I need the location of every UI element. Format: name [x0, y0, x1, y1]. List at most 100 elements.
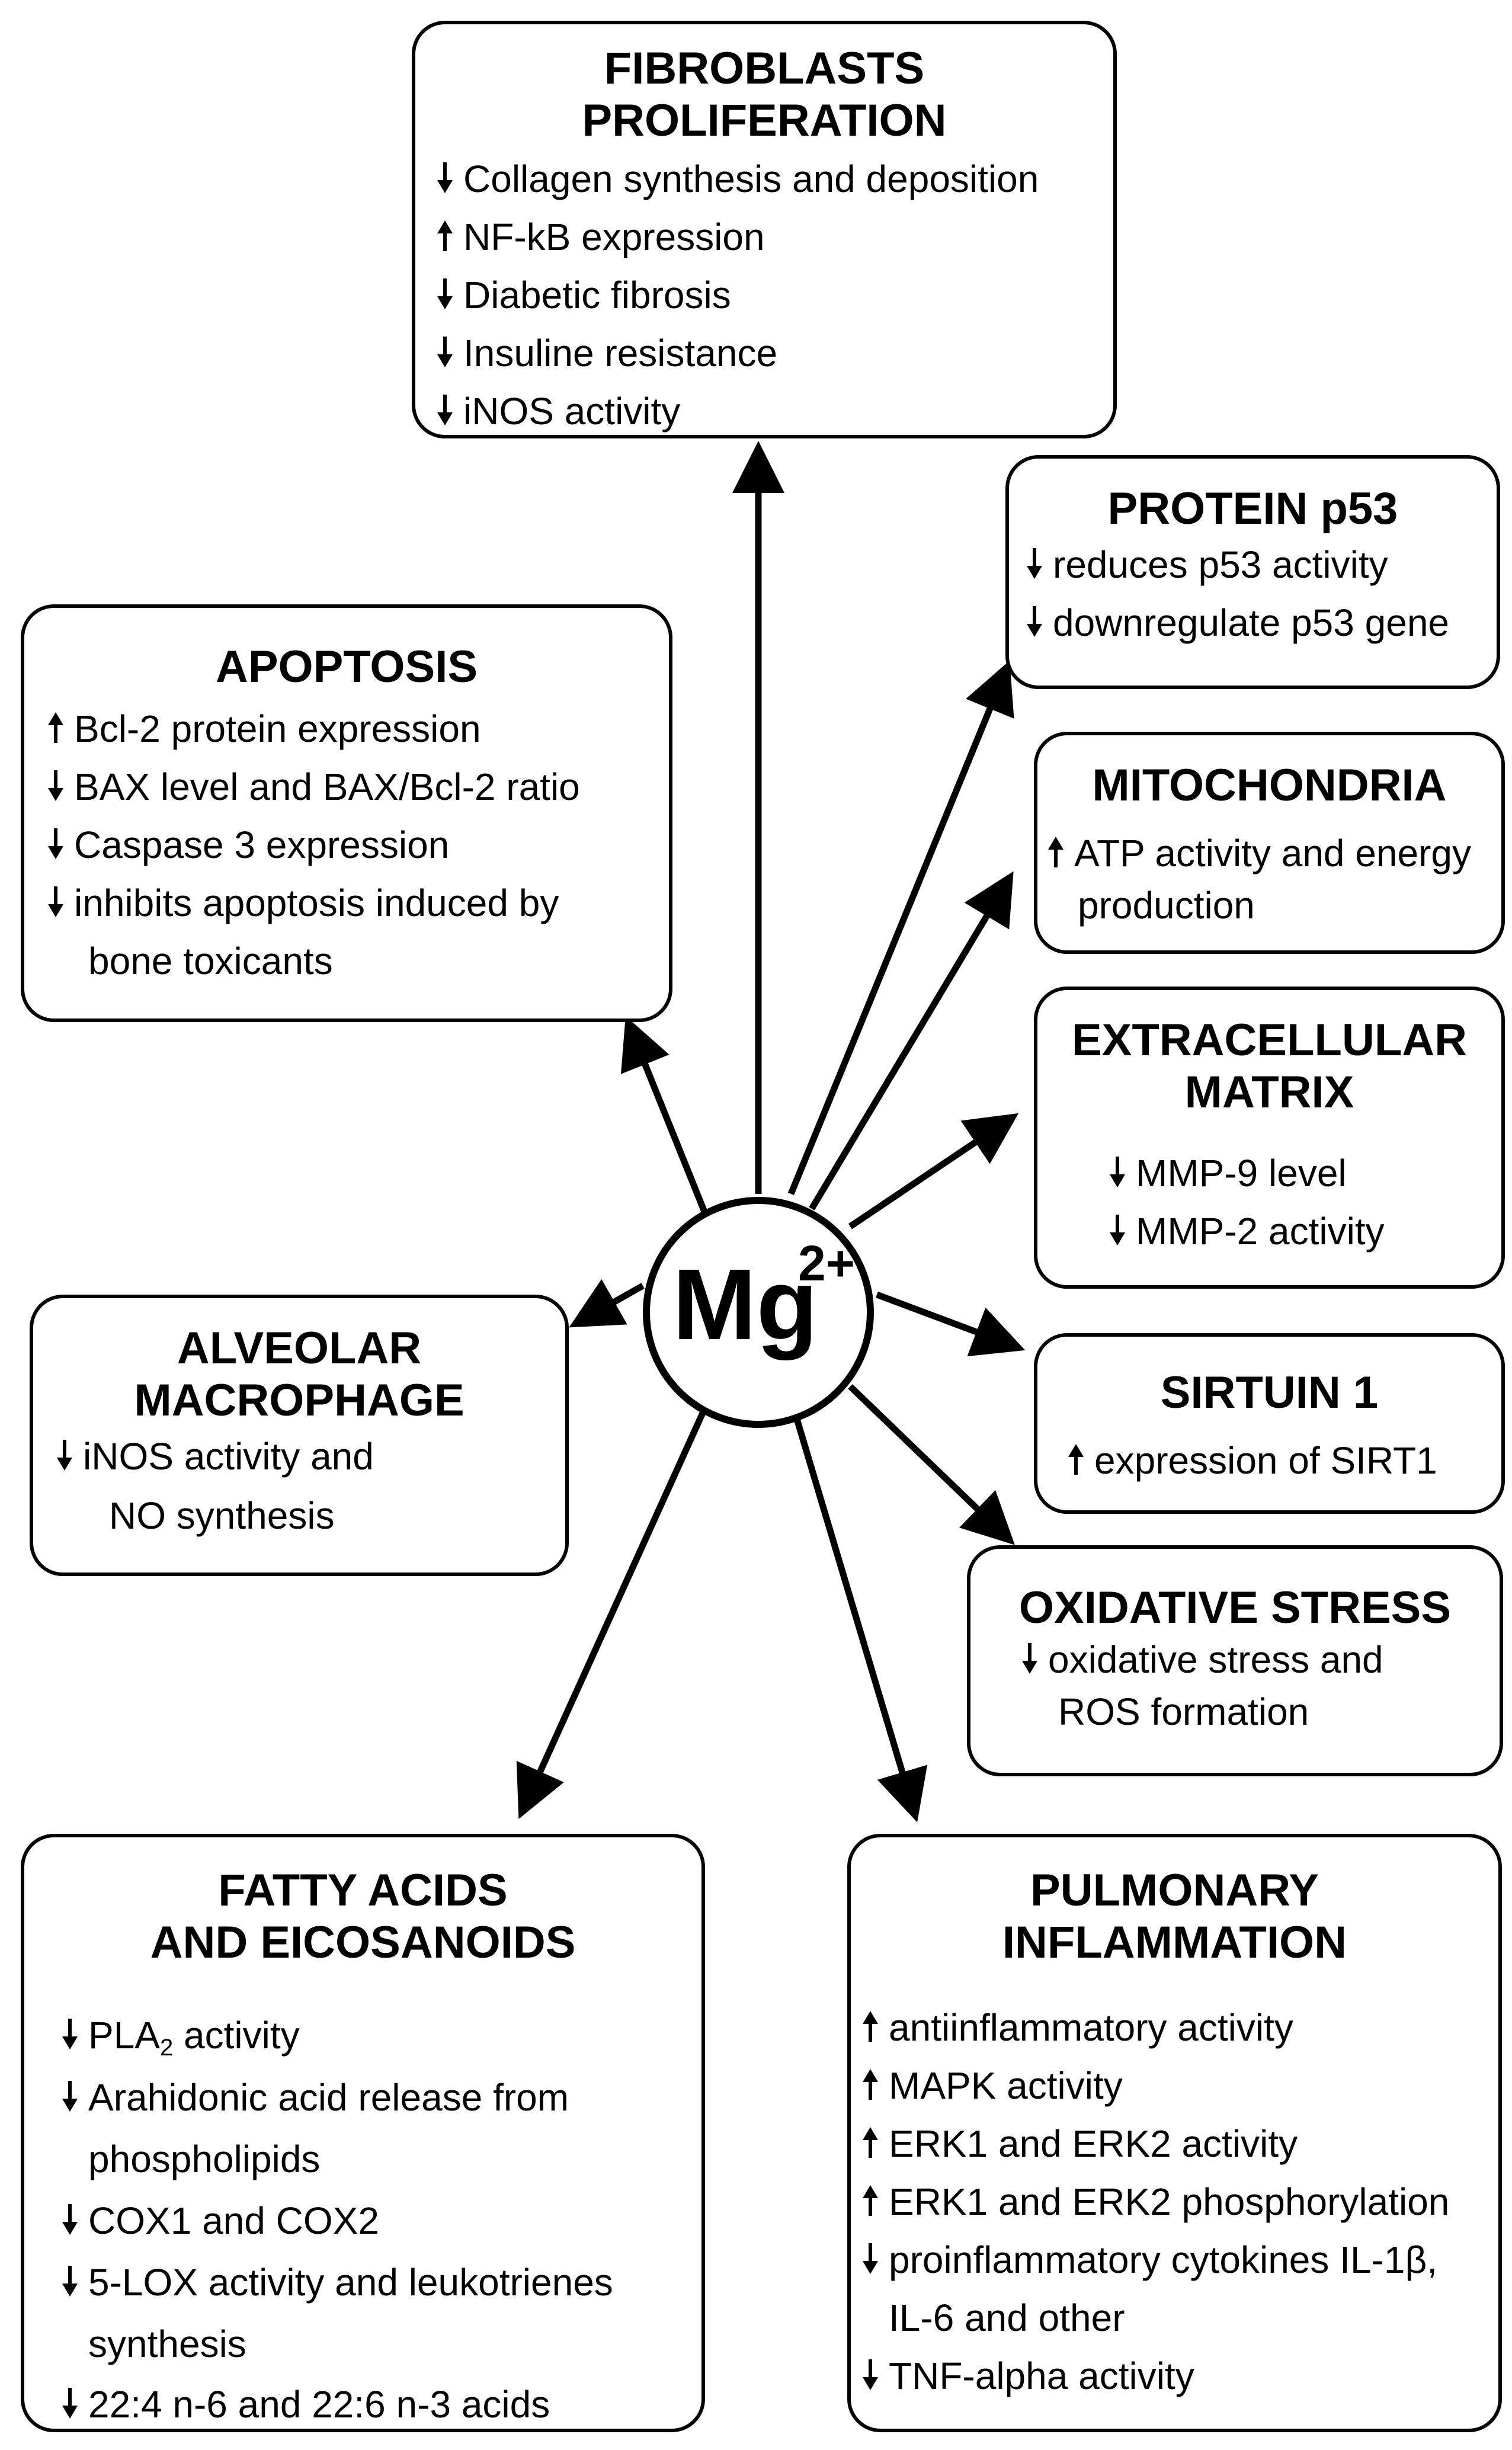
fatty-item-subscript: 2	[159, 2035, 174, 2061]
fatty-item-continuation: synthesis	[88, 2323, 246, 2365]
fatty-item: PLA2 activity	[61, 2006, 300, 2077]
pulmonary-item-text: ERK1 and ERK2 phosphorylation	[889, 2180, 1450, 2223]
fatty-title-line1: FATTY ACIDS	[218, 1865, 508, 1916]
fatty-item-text: Arahidonic acid release from	[88, 2076, 569, 2119]
apoptosis-item-text: BAX level and BAX/Bcl-2 ratio	[74, 766, 580, 808]
sirtuin-box: SIRTUIN 1 expression of SIRT1	[1034, 1333, 1505, 1514]
fatty-title-line2: AND EICOSANOIDS	[150, 1917, 576, 1968]
fatty-item-text: 5-LOX activity and leukotrienes	[88, 2261, 613, 2304]
down-arrow-icon	[1109, 1146, 1136, 1204]
up-arrow-icon	[861, 2116, 889, 2174]
apoptosis-item-text: Caspase 3 expression	[74, 824, 450, 866]
fatty-item-text: 22:4 n-6 and 22:6 n-3 acids	[88, 2383, 550, 2426]
pulmonary-item: TNF-alpha activity	[861, 2347, 1194, 2407]
p53-item: reduces p53 activity	[1026, 536, 1388, 595]
down-arrow-icon	[61, 2255, 88, 2313]
sirtuin-item-text: expression of SIRT1	[1094, 1439, 1437, 1482]
pulmonary-item: antiinflammatory activity	[861, 1999, 1293, 2058]
up-arrow-icon	[861, 2058, 889, 2116]
magnesium-ion-node: Mg 2+	[643, 1197, 874, 1428]
arrow-to-alveolar	[569, 1279, 645, 1328]
oxidative-title: OXIDATIVE STRESS	[1018, 1583, 1452, 1633]
arrow-to-ecm	[848, 1113, 1019, 1229]
down-arrow-icon	[61, 2193, 88, 2252]
down-arrow-icon	[436, 268, 463, 326]
arrow-to-fatty	[516, 1399, 712, 1820]
alveolar-item-continuation: NO synthesis	[109, 1494, 335, 1537]
down-arrow-icon	[861, 2349, 889, 2407]
fatty-item: 22:4 n-6 and 22:6 n-3 acids	[61, 2375, 550, 2435]
fibroblasts-item: iNOS activity	[436, 382, 680, 442]
oxidative-box: OXIDATIVE STRESS oxidative stress and RO…	[967, 1545, 1503, 1776]
p53-item: downregulate p53 gene	[1026, 594, 1449, 654]
pulmonary-item-continuation: IL-6 and other	[889, 2297, 1125, 2339]
apoptosis-item: Bcl-2 protein expression	[47, 700, 481, 760]
p53-box: PROTEIN p53 reduces p53 activity downregu…	[1005, 455, 1500, 689]
alveolar-box: ALVEOLAR MACROPHAGE iNOS activity and NO…	[30, 1295, 569, 1576]
up-arrow-icon	[1047, 826, 1074, 884]
fatty-item: 5-LOX activity and leukotrienes	[61, 2253, 613, 2313]
fibroblasts-box: FIBROBLASTS PROLIFERATION Collagen synth…	[412, 21, 1117, 438]
apoptosis-item-text: Bcl-2 protein expression	[74, 707, 481, 750]
pulmonary-box: PULMONARY INFLAMMATION antiinflammatory …	[847, 1834, 1502, 2432]
down-arrow-icon	[1026, 595, 1053, 654]
arrow-to-pulmonary	[793, 1418, 928, 1823]
fatty-box: FATTY ACIDS AND EICOSANOIDS PLA2 activit…	[21, 1834, 705, 2432]
ecm-item-text: MMP-9 level	[1136, 1152, 1347, 1194]
down-arrow-icon	[1109, 1204, 1136, 1262]
down-arrow-icon	[436, 152, 463, 210]
fibroblasts-item: NF-kB expression	[436, 208, 765, 268]
ecm-title-line1: EXTRACELLULAR	[1071, 1015, 1468, 1065]
down-arrow-icon	[61, 2070, 88, 2128]
down-arrow-icon	[47, 876, 74, 934]
ecm-title-line2: MATRIX	[1184, 1067, 1354, 1117]
p53-title: PROTEIN p53	[1107, 483, 1398, 534]
down-arrow-icon	[56, 1429, 83, 1487]
oxidative-item-continuation: ROS formation	[1058, 1690, 1309, 1733]
fibroblasts-item-text: NF-kB expression	[463, 216, 765, 258]
up-arrow-icon	[861, 2000, 889, 2058]
up-arrow-icon	[436, 210, 463, 268]
pulmonary-title-line1: PULMONARY	[1030, 1865, 1319, 1916]
fibroblasts-item: Collagen synthesis and deposition	[436, 150, 1039, 210]
up-arrow-icon	[861, 2174, 889, 2233]
apoptosis-item: Caspase 3 expression	[47, 816, 449, 876]
mitochondria-box: MITOCHONDRIA ATP activity and energy pro…	[1034, 732, 1505, 954]
apoptosis-title: APOPTOSIS	[215, 642, 478, 692]
pulmonary-item-text: ERK1 and ERK2 activity	[889, 2122, 1298, 2165]
down-arrow-icon	[1026, 537, 1053, 595]
pulmonary-item: proinflammatory cytokines IL-1β,	[861, 2231, 1437, 2291]
alveolar-item-text: iNOS activity and	[83, 1435, 374, 1478]
down-arrow-icon	[47, 760, 74, 818]
fibroblasts-title-line1: FIBROBLASTS	[604, 43, 925, 94]
sirtuin-title: SIRTUIN 1	[1160, 1367, 1379, 1418]
down-arrow-icon	[61, 2377, 88, 2435]
fatty-item-text: PLA	[88, 2014, 160, 2057]
arrow-to-apoptosis	[620, 1016, 712, 1222]
magnesium-symbol: Mg	[672, 1248, 818, 1361]
down-arrow-icon	[1021, 1632, 1048, 1690]
fatty-item: Arahidonic acid release from	[61, 2068, 569, 2128]
down-arrow-icon	[861, 2233, 889, 2291]
ecm-item: MMP-2 activity	[1109, 1202, 1385, 1262]
alveolar-title-line2: MACROPHAGE	[134, 1375, 465, 1426]
oxidative-item-text: oxidative stress and	[1048, 1638, 1383, 1681]
fatty-item-text: COX1 and COX2	[88, 2199, 379, 2242]
mitochondria-item: ATP activity and energy	[1047, 824, 1471, 884]
down-arrow-icon	[47, 818, 74, 876]
p53-item-text: reduces p53 activity	[1053, 543, 1388, 586]
down-arrow-icon	[436, 384, 463, 442]
mitochondria-item-text: ATP activity and energy	[1074, 832, 1471, 875]
up-arrow-icon	[47, 702, 74, 760]
fibroblasts-title-line2: PROLIFERATION	[582, 95, 947, 146]
apoptosis-item-text: inhibits apoptosis induced by	[74, 882, 559, 924]
pulmonary-title-line2: INFLAMMATION	[1002, 1917, 1347, 1968]
arrow-to-sirtuin	[876, 1291, 1026, 1357]
fibroblasts-item: Diabetic fibrosis	[436, 266, 731, 326]
ecm-item: MMP-9 level	[1109, 1144, 1347, 1204]
apoptosis-item-continuation: bone toxicants	[88, 940, 333, 982]
pulmonary-item-text: antiinflammatory activity	[889, 2006, 1293, 2049]
